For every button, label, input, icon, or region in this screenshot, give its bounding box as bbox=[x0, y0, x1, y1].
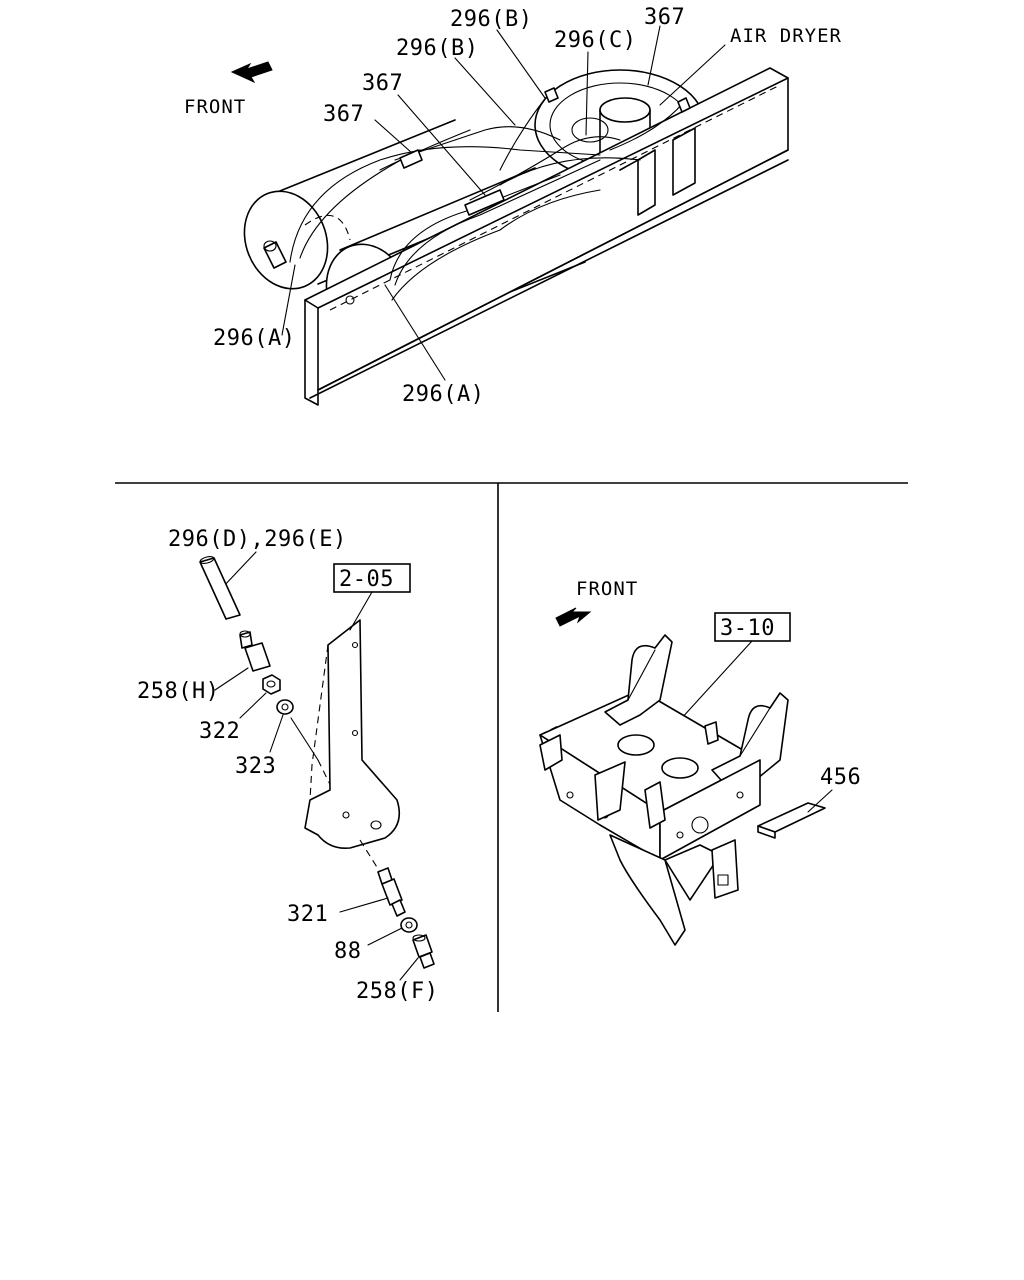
top-assembly-view: FRONT bbox=[184, 5, 842, 407]
fitting-321 bbox=[377, 867, 406, 917]
washer-323 bbox=[276, 699, 294, 715]
callout-367-upper: 367 bbox=[362, 71, 403, 96]
frame-bracket-assembly bbox=[539, 634, 789, 946]
tube-296d bbox=[199, 556, 241, 620]
front-label: FRONT bbox=[184, 96, 246, 118]
front-arrow-right-icon bbox=[555, 607, 592, 627]
nut-322 bbox=[262, 674, 281, 695]
mounting-bracket bbox=[304, 619, 401, 850]
air-hoses bbox=[289, 87, 691, 301]
pad-456 bbox=[757, 802, 826, 839]
right-detail-panel: FRONT 3-10 bbox=[539, 578, 861, 946]
callout-456: 456 bbox=[820, 765, 861, 790]
callout-88: 88 bbox=[334, 939, 362, 964]
callout-296b-lower: 296(B) bbox=[396, 36, 478, 61]
callout-367-lower: 367 bbox=[323, 102, 364, 127]
connector-258f bbox=[412, 934, 435, 969]
ref-box-3-10[interactable] bbox=[714, 612, 791, 642]
callout-296b-upper: 296(B) bbox=[450, 7, 532, 32]
callout-296c: 296(C) bbox=[554, 28, 636, 53]
left-detail-panel: 296(D),296(E) 258(H) 322 323 bbox=[137, 527, 438, 1004]
air-dryer-label: AIR DRYER bbox=[730, 25, 842, 47]
connector-258h bbox=[239, 630, 271, 672]
front-label-right: FRONT bbox=[576, 578, 638, 600]
ref-box-2-05[interactable] bbox=[333, 563, 411, 593]
panel-dividers bbox=[115, 482, 908, 1012]
ref-box-3-10-label: 3-10 bbox=[720, 616, 775, 641]
top-leader-lines bbox=[281, 25, 726, 381]
callout-323: 323 bbox=[235, 754, 276, 779]
callout-296d-296e: 296(D),296(E) bbox=[168, 527, 347, 552]
callout-367-dryer: 367 bbox=[644, 5, 685, 30]
frame-rail bbox=[304, 67, 789, 406]
callout-258h: 258(H) bbox=[137, 679, 219, 704]
callout-321: 321 bbox=[287, 902, 328, 927]
front-arrow-icon bbox=[230, 61, 273, 84]
callout-296a-right: 296(A) bbox=[402, 382, 484, 407]
callout-322: 322 bbox=[199, 719, 240, 744]
ref-box-2-05-label: 2-05 bbox=[339, 567, 394, 592]
callout-296a-left: 296(A) bbox=[213, 326, 295, 351]
washer-88 bbox=[400, 917, 418, 933]
callout-258f: 258(F) bbox=[356, 979, 438, 1004]
